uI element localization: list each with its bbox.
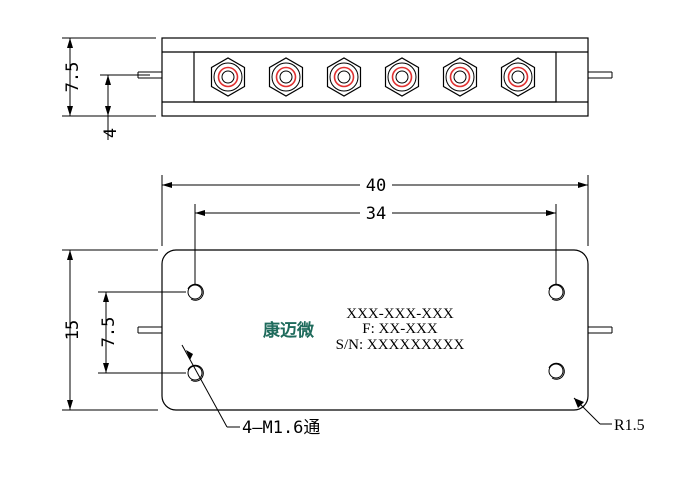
thread-note: 4–M1.6通 [242,418,320,438]
connector-1 [210,57,246,97]
dim-overall-length: 40 [366,176,386,196]
top-body-outline [161,249,589,411]
corner-radius-note: R1.5 [614,417,645,434]
connector-3 [326,57,362,97]
connector-4 [384,57,420,97]
mounting-hole-top-left [187,283,204,301]
brand-logo: 康迈微 [263,320,315,341]
side-view: 7.5 4 [62,37,613,140]
dim-body-height: 15 [63,320,83,340]
label-serial: S/N: XXXXXXXXX [336,337,465,353]
mounting-hole-top-right [548,283,565,301]
dim-side-height: 7.5 [63,62,83,93]
connector-6 [500,57,536,97]
mounting-hole-bottom-right [548,362,565,380]
side-body-outline [161,37,589,117]
connector-5 [442,57,478,97]
top-view: 康迈微 XXX-XXX-XXX F: XX-XXX S/N: XXXXXXXXX… [62,175,645,438]
dim-hole-offset: 7.5 [99,317,119,348]
connector-row [210,57,536,97]
dim-side-pin: 4 [101,128,121,138]
connector-panel [193,51,557,103]
leader-thread-note [181,344,228,428]
connector-2 [268,57,304,97]
label-part-number: XXX-XXX-XXX [346,306,454,322]
mounting-hole-bottom-left [187,364,204,382]
label-frequency: F: XX-XXX [362,321,438,337]
dim-hole-pitch: 34 [366,204,386,224]
